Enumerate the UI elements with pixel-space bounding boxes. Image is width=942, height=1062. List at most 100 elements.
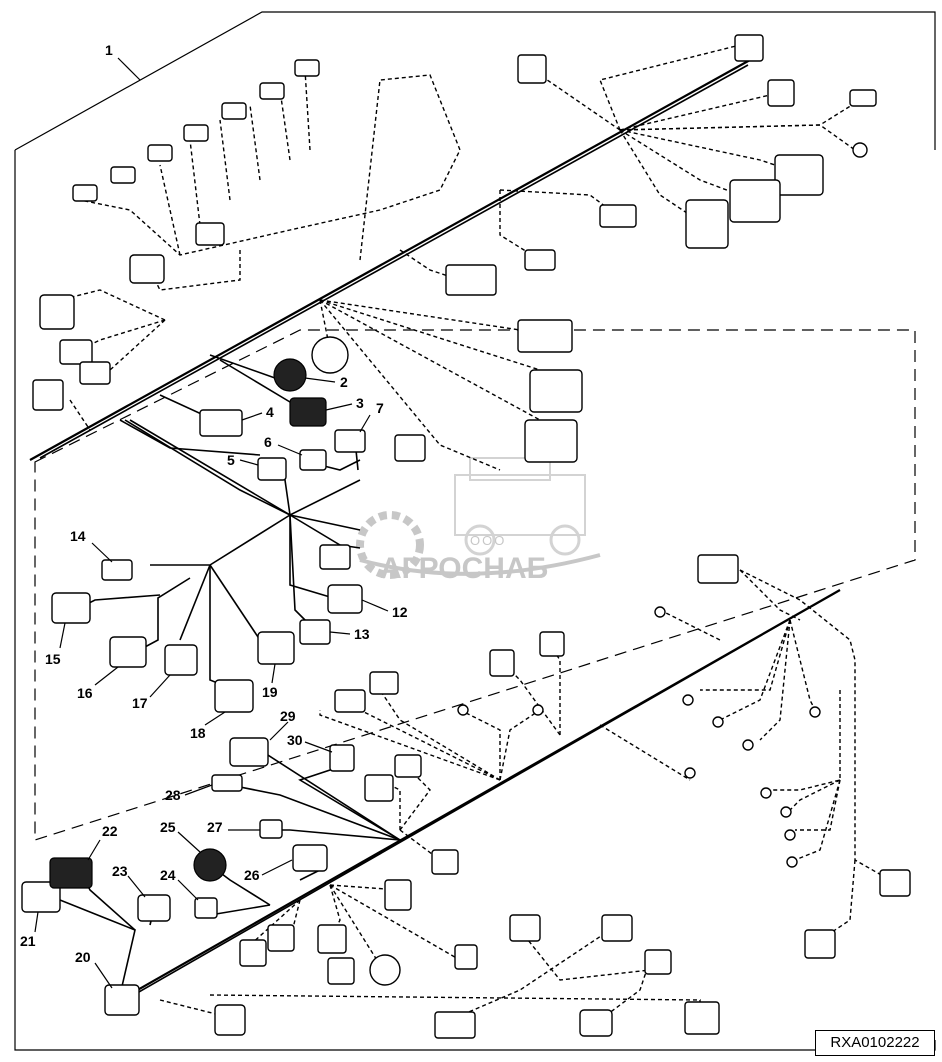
connector-icon (431, 849, 459, 875)
connector-icon (445, 264, 497, 296)
connector-icon (539, 631, 565, 657)
connector-21-icon (21, 881, 61, 913)
connector-13-icon (299, 619, 331, 645)
callout-labels: 1 2 3 4 5 6 7 12 13 14 15 16 17 18 19 20… (20, 42, 408, 965)
callout-25: 25 (160, 819, 176, 835)
callout-1: 1 (105, 42, 113, 58)
connector-icon (849, 89, 877, 107)
connector-icon (32, 379, 64, 411)
connector-12-icon (327, 584, 363, 614)
connector-27-icon (259, 819, 283, 839)
ring-terminal-icon (712, 716, 724, 728)
connector-icon (599, 204, 637, 228)
callout-23: 23 (112, 863, 128, 879)
ring-terminal-icon (786, 856, 798, 868)
callout-26: 26 (244, 867, 260, 883)
connector-icon (319, 544, 351, 570)
connector-icon (129, 254, 165, 284)
connector-icon (529, 369, 583, 413)
connector-30-icon (329, 744, 355, 772)
connector-14-icon (101, 559, 133, 581)
connector-icon (59, 339, 93, 365)
connector-icon (394, 434, 426, 462)
ring-terminal-icon (532, 704, 544, 716)
ring-terminal-icon (654, 606, 666, 618)
callout-27: 27 (207, 819, 223, 835)
lower-harness-dashed-frame (34, 329, 916, 841)
connector-26-icon (292, 844, 328, 872)
upper-main-trunk (29, 59, 751, 461)
callout-3: 3 (356, 395, 364, 411)
connector-icon (394, 754, 422, 778)
callout-16: 16 (77, 685, 93, 701)
connector-icon (697, 554, 739, 584)
connector-icon (644, 949, 672, 975)
connector-18-icon (214, 679, 254, 713)
callout-leaders (34, 57, 389, 989)
lower-harness (39, 569, 891, 1021)
round-connector-icon (311, 336, 349, 374)
upper-harness (29, 39, 861, 691)
connector-icon (879, 869, 911, 897)
callout-24: 24 (160, 867, 176, 883)
callout-29: 29 (280, 708, 296, 724)
connector-icon (79, 361, 111, 385)
connector-icon (734, 34, 764, 62)
round-connector-25-icon (193, 848, 227, 882)
upper-harness-frame-side (14, 150, 936, 1051)
callout-4: 4 (266, 404, 274, 420)
reference-code: RXA0102222 (815, 1030, 935, 1056)
connector-icon (454, 944, 478, 970)
connector-icon (434, 1011, 476, 1039)
connector-icon (685, 199, 729, 249)
connector-28-icon (211, 774, 243, 792)
ring-terminal-icon (780, 806, 792, 818)
connector-24-icon (194, 897, 218, 919)
callout-18: 18 (190, 725, 206, 741)
callout-14: 14 (70, 528, 86, 544)
upper-harness-frame (14, 11, 936, 151)
connector-4-icon (199, 409, 243, 437)
connector-icon (221, 102, 247, 120)
connector-22-icon (49, 857, 93, 889)
ring-terminal-icon (457, 704, 469, 716)
connector-icon (517, 54, 547, 84)
connector-icon (804, 929, 836, 959)
ring-terminal-icon (760, 787, 772, 799)
connector-icon (684, 1001, 720, 1035)
connector-16-icon (109, 636, 147, 668)
callout-17: 17 (132, 695, 148, 711)
connector-icon (774, 154, 824, 196)
connector-icon (334, 689, 366, 713)
round-connector-icon (369, 954, 401, 986)
callout-13: 13 (354, 626, 370, 642)
connector-icon (384, 879, 412, 911)
callout-21: 21 (20, 933, 36, 949)
watermark-prefix: ООО (470, 533, 506, 548)
connector-3-icon (289, 397, 327, 427)
connector-icon (729, 179, 781, 223)
connector-icon (767, 79, 795, 107)
ring-terminal-icon (742, 739, 754, 751)
callout-2: 2 (340, 374, 348, 390)
connector-5-icon (257, 457, 287, 481)
callout-22: 22 (102, 823, 118, 839)
agrosnab-watermark: ООО АГРОСНАБ (356, 457, 601, 585)
connector-icon (517, 319, 573, 353)
callout-28: 28 (165, 787, 181, 803)
ring-terminal-icon (684, 767, 696, 779)
connector-17-icon (164, 644, 198, 676)
callout-30: 30 (287, 732, 303, 748)
connector-20-icon (104, 984, 140, 1016)
callout-5: 5 (227, 452, 235, 468)
connector-icon (524, 249, 556, 271)
connector-icon (317, 924, 347, 954)
ring-terminal-icon (809, 706, 821, 718)
ring-terminal-icon (852, 142, 868, 158)
connector-icon (294, 59, 320, 77)
callout-7: 7 (376, 400, 384, 416)
connector-icon (524, 419, 578, 463)
connector-icon (267, 924, 295, 952)
round-connector-2-icon (273, 358, 307, 392)
